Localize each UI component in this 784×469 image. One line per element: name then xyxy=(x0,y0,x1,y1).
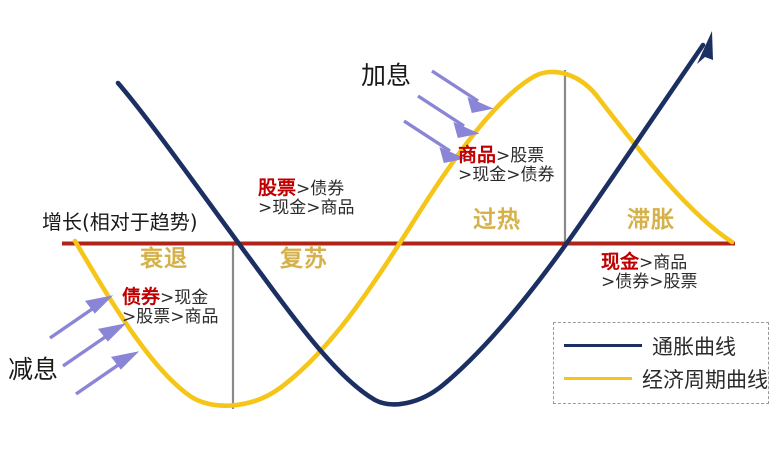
asset-ranking-overheat-line2: >现金>债券 xyxy=(458,165,555,186)
asset-ranking-stagflation: 现金>商品 >债券>股票 xyxy=(601,251,698,293)
asset-highlight-recession: 债券 xyxy=(122,286,161,308)
asset-highlight-stagflation: 现金 xyxy=(601,251,640,273)
asset-highlight-overheat: 商品 xyxy=(458,144,497,166)
legend-label-cycle: 经济周期曲线 xyxy=(642,367,768,392)
asset-rest-recovery: >债券 xyxy=(296,179,345,199)
legend-swatch-inflation xyxy=(564,344,642,347)
asset-ranking-recovery-line1: 股票>债券 xyxy=(258,177,355,199)
inflation-curve xyxy=(115,42,706,407)
rate-hike-label: 加息 xyxy=(361,61,412,90)
phase-label-recession: 衰退 xyxy=(140,246,188,272)
asset-rest-stagflation: >商品 xyxy=(639,253,688,273)
asset-ranking-stagflation-line2: >债券>股票 xyxy=(601,272,698,293)
asset-ranking-recession-line1: 债券>现金 xyxy=(122,286,219,308)
legend-item-cycle: 经济周期曲线 xyxy=(554,362,768,395)
phase-label-overheat: 过热 xyxy=(473,207,521,233)
inflation-curve-arrowhead xyxy=(697,31,713,64)
asset-ranking-recession-line2: >股票>商品 xyxy=(122,307,219,328)
legend: 通胀曲线 经济周期曲线 xyxy=(553,322,769,404)
growth-axis-label: 增长(相对于趋势) xyxy=(42,210,198,234)
asset-highlight-recovery: 股票 xyxy=(258,177,297,199)
phase-label-recovery: 复苏 xyxy=(280,246,328,272)
asset-ranking-recession: 债券>现金 >股票>商品 xyxy=(122,286,219,328)
asset-ranking-stagflation-line1: 现金>商品 xyxy=(601,251,698,273)
legend-item-inflation: 通胀曲线 xyxy=(554,329,768,362)
asset-rest-recession: >现金 xyxy=(160,288,209,308)
economic-cycle-curve xyxy=(72,69,735,408)
asset-ranking-recovery: 股票>债券 >现金>商品 xyxy=(258,177,355,219)
rate-hike-arrows xyxy=(403,69,494,163)
asset-ranking-overheat-line1: 商品>股票 xyxy=(458,144,555,166)
asset-ranking-overheat: 商品>股票 >现金>债券 xyxy=(458,144,555,186)
phase-label-stagflation: 滞胀 xyxy=(627,207,675,233)
legend-swatch-cycle xyxy=(564,377,632,380)
asset-rest-overheat: >股票 xyxy=(496,146,545,166)
legend-label-inflation: 通胀曲线 xyxy=(652,334,736,359)
rate-cut-arrows xyxy=(49,295,140,396)
rate-cut-label: 减息 xyxy=(8,355,59,384)
asset-ranking-recovery-line2: >现金>商品 xyxy=(258,198,355,219)
